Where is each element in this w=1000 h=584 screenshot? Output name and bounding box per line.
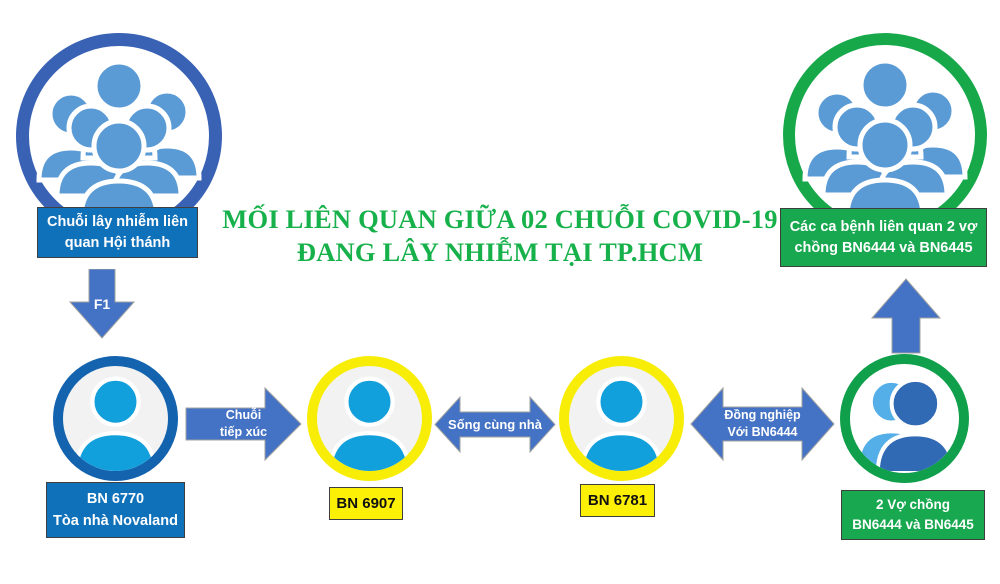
- node-case-3-label: BN 6781: [580, 484, 655, 517]
- node-case-1-label: BN 6770 Tòa nhà Novaland: [46, 482, 185, 538]
- node-case-2-circle: [307, 356, 432, 481]
- node-group-left-label: Chuỗi lây nhiễm liên quan Hội thánh: [37, 207, 198, 258]
- case-4-label-line1: 2 Vợ chồng: [875, 497, 951, 512]
- person-icon: [579, 376, 664, 471]
- arrow-f1: F1: [68, 269, 136, 339]
- case-3-label-line1: BN 6781: [587, 492, 648, 509]
- title-line-2: ĐANG LÂY NHIỄM TẠI TP.HCM: [296, 237, 704, 267]
- group-left-label-line2: quan Hội thánh: [64, 234, 171, 251]
- node-case-4-label: 2 Vợ chồng BN6444 và BN6445: [841, 490, 985, 540]
- node-case-4-circle: [840, 354, 969, 483]
- page-title: MỐI LIÊN QUAN GIỮA 02 CHUỖI COVID-19 ĐAN…: [210, 203, 790, 269]
- group-left-label-line1: Chuỗi lây nhiễm liên: [47, 213, 188, 230]
- arrow-same-house: Sống cùng nhà: [434, 395, 556, 454]
- node-case-2-label: BN 6907: [329, 487, 403, 520]
- case-2-label-line1: BN 6907: [336, 495, 396, 512]
- title-line-1: MỐI LIÊN QUAN GIỮA 02 CHUỖI COVID-19: [222, 204, 778, 234]
- case-1-label-line1: BN 6770: [86, 491, 145, 507]
- arrow-contact-chain: Chuỗi tiếp xúc: [185, 386, 302, 462]
- people-group-icon: [795, 45, 975, 225]
- node-case-3-circle: [559, 356, 684, 481]
- node-group-right-circle: [783, 33, 987, 237]
- case-4-label-line2: BN6444 và BN6445: [852, 517, 974, 532]
- group-right-label-line2: chồng BN6444 và BN6445: [794, 239, 973, 256]
- two-people-icon: [855, 377, 956, 473]
- case-1-label-line2: Tòa nhà Novaland: [53, 513, 178, 529]
- person-icon: [327, 376, 412, 471]
- person-icon: [73, 376, 158, 471]
- arrow-up-right: [870, 278, 942, 354]
- node-group-right-label: Các ca bệnh liên quan 2 vợ chồng BN6444 …: [780, 208, 987, 267]
- node-case-1-circle: [53, 356, 178, 481]
- group-right-label-line1: Các ca bệnh liên quan 2 vợ: [789, 218, 978, 235]
- people-group-icon: [29, 46, 209, 226]
- arrow-colleague: Đồng nghiệp Với BN6444: [690, 386, 835, 462]
